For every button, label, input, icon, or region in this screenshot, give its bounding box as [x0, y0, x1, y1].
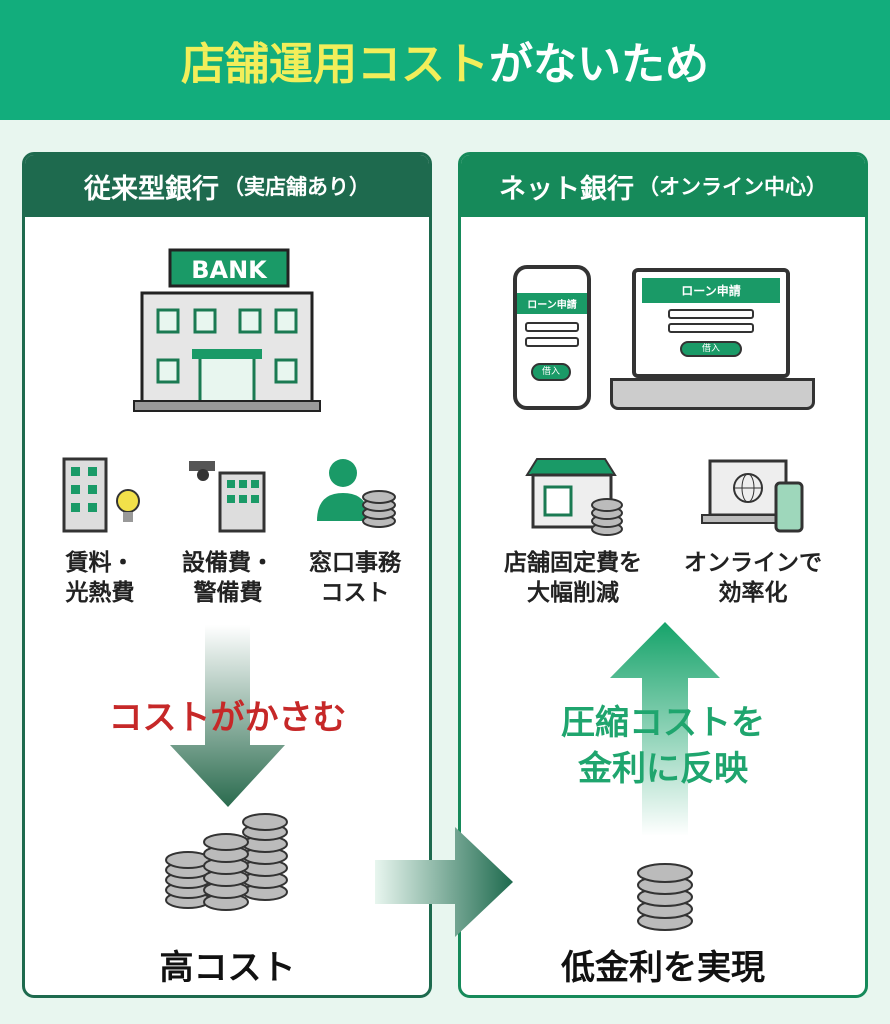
heading-text: ネット銀行 — [499, 173, 634, 205]
heading-text: 従来型銀行 — [84, 173, 219, 205]
item-label-rent: 賃料・ 光熱費 — [65, 550, 135, 606]
bank-sign: BANK — [191, 256, 268, 284]
rate-callout: 圧縮コストを 金利に反映 — [561, 703, 765, 789]
title-banner: 店舗運用コストがないため — [0, 0, 890, 120]
cost-callout: コストがかさむ — [108, 698, 347, 738]
item-label-counter: 窓口事務 コスト — [309, 550, 401, 606]
result-low-rate: 低金利を実現 — [561, 948, 765, 988]
item-label-online: オンラインで 効率化 — [684, 550, 822, 606]
item-label-equipment: 設備費・ 警備費 — [182, 550, 274, 606]
laptop-base — [610, 378, 815, 410]
title-highlight: 店舗運用コスト — [181, 39, 489, 90]
phone-borrow-button: 借入 — [531, 363, 571, 381]
teller-coins-icon — [317, 459, 396, 528]
laptop-screen-title: ローン申請 — [642, 278, 780, 303]
coin-stack-small-icon — [637, 863, 693, 931]
heading-sub: （オンライン中心） — [638, 175, 827, 199]
right-arrow-icon — [375, 827, 513, 937]
phone-screen-title: ローン申請 — [517, 293, 587, 314]
phone-icon: ローン申請 借入 — [513, 265, 591, 410]
result-high-cost: 高コスト — [159, 948, 296, 988]
panel-heading: ネット銀行（オンライン中心） — [461, 155, 865, 217]
heading-sub: （実店舗あり） — [223, 175, 370, 199]
bank-building-icon: BANK — [133, 248, 321, 412]
coin-stacks-icon — [165, 813, 288, 911]
building-bulb-icon — [62, 457, 140, 533]
laptop-globe-phone-icon — [701, 459, 804, 533]
title-rest: がないため — [489, 39, 709, 90]
laptop-icon: ローン申請 借入 — [632, 268, 790, 378]
down-arrow-icon — [170, 625, 285, 807]
up-arrow-icon — [610, 622, 720, 836]
laptop-borrow-button: 借入 — [680, 341, 742, 357]
store-coins-icon — [525, 458, 623, 536]
item-label-fixed-cost: 店舗固定費を 大幅削減 — [504, 550, 642, 606]
camera-building-icon — [189, 461, 266, 533]
panel-heading: 従来型銀行（実店舗あり） — [25, 155, 429, 217]
